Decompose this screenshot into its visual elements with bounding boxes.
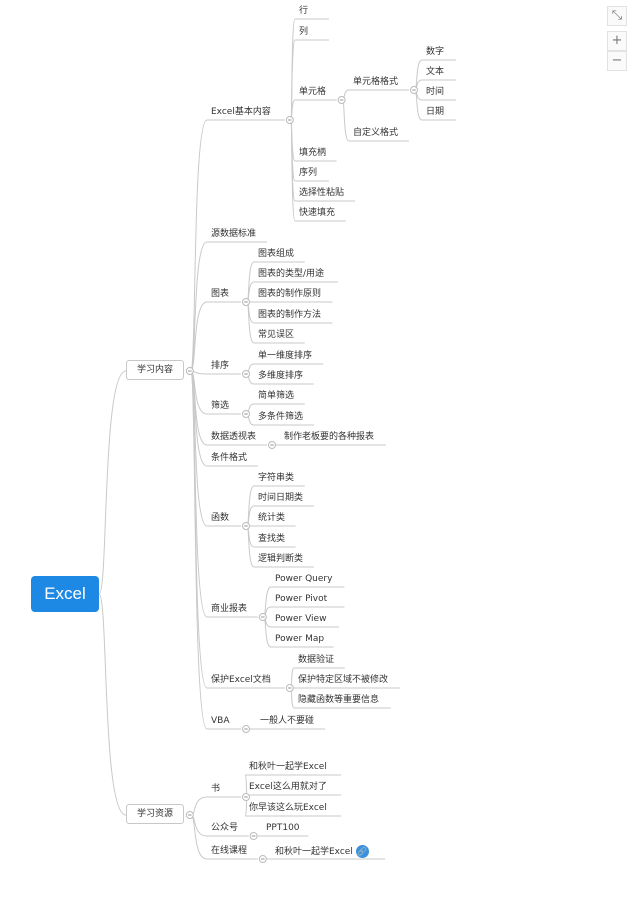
- mindmap-node[interactable]: 数字: [426, 47, 445, 57]
- connector: [263, 586, 272, 618]
- mindmap-node[interactable]: Excel这么用就对了: [249, 782, 327, 792]
- mindmap-node[interactable]: 保护Excel文档: [211, 675, 271, 685]
- mindmap-node[interactable]: 源数据标准: [211, 229, 257, 239]
- mindmap-node[interactable]: Excel基本内容: [211, 107, 271, 117]
- mindmap-node[interactable]: 图表的制作方法: [258, 310, 322, 320]
- mindmap-node[interactable]: 图表: [211, 289, 230, 299]
- mindmap-node[interactable]: 行: [299, 6, 309, 16]
- link-icon[interactable]: 🔗: [355, 845, 369, 858]
- mindmap-node[interactable]: 图表的制作原则: [258, 289, 322, 299]
- mindmap-node[interactable]: 序列: [299, 168, 318, 178]
- mindmap-node[interactable]: 图表的类型/用途: [258, 269, 325, 279]
- mindmap-node[interactable]: 逻辑判断类: [258, 554, 304, 564]
- zoom-in-button[interactable]: +: [607, 31, 627, 51]
- mindmap-node[interactable]: 文本: [426, 67, 445, 77]
- mindmap-node[interactable]: 查找类: [258, 534, 286, 544]
- mindmap-node[interactable]: 你早该这么玩Excel: [249, 803, 327, 813]
- mindmap-node[interactable]: PPT100: [266, 823, 300, 833]
- mindmap-node[interactable]: 日期: [426, 107, 445, 117]
- mindmap-node[interactable]: 时间: [426, 87, 445, 97]
- mindmap-node[interactable]: Power Pivot: [275, 594, 328, 604]
- mindmap-node[interactable]: 书: [211, 784, 221, 794]
- mindmap-node[interactable]: Power View: [275, 614, 327, 624]
- connector: [414, 89, 423, 121]
- mindmap-node[interactable]: 时间日期类: [258, 493, 304, 503]
- connector: [190, 814, 208, 860]
- mindmap-node[interactable]: 条件格式: [211, 453, 248, 463]
- fit-screen-icon[interactable]: ⤡: [607, 6, 627, 26]
- mindmap-node[interactable]: 和秋叶一起学Excel: [249, 762, 327, 772]
- mindmap-node[interactable]: 函数: [211, 513, 230, 523]
- mindmap-node[interactable]: 一般人不要碰: [260, 716, 315, 726]
- mindmap-node[interactable]: 列: [299, 27, 309, 37]
- mindmap-node[interactable]: 多条件筛选: [258, 412, 304, 422]
- mindmap-node[interactable]: 数据验证: [298, 655, 335, 665]
- connector: [98, 370, 127, 595]
- root-node[interactable]: Excel: [31, 576, 99, 612]
- mindmap-node[interactable]: 公众号: [211, 823, 239, 833]
- mindmap-node[interactable]: 图表组成: [258, 249, 295, 259]
- mindmap-node[interactable]: 选择性粘贴: [299, 188, 345, 198]
- connector: [98, 593, 127, 816]
- connector: [414, 59, 423, 91]
- connector: [190, 370, 208, 730]
- mindmap-node[interactable]: 隐藏函数等重要信息: [298, 695, 380, 705]
- zoom-out-button[interactable]: −: [607, 51, 627, 71]
- mindmap-node[interactable]: 自定义格式: [353, 128, 399, 138]
- mindmap-node[interactable]: 商业报表: [211, 604, 248, 614]
- mindmap-node[interactable]: 制作老板要的各种报表: [284, 432, 375, 442]
- mindmap-node[interactable]: 在线课程: [211, 846, 248, 856]
- mindmap-node[interactable]: 常见误区: [258, 330, 295, 340]
- mindmap-node[interactable]: 排序: [211, 361, 230, 371]
- connector: [190, 119, 208, 372]
- mindmap-node[interactable]: 快速填充: [299, 208, 336, 218]
- mindmap-node[interactable]: 简单筛选: [258, 391, 295, 401]
- mindmap-node[interactable]: 单元格格式: [353, 77, 399, 87]
- branch-node[interactable]: 学习资源: [126, 804, 185, 824]
- mindmap-node[interactable]: 统计类: [258, 513, 286, 523]
- mindmap-node[interactable]: 多维度排序: [258, 371, 304, 381]
- mindmap-node[interactable]: Power Map: [275, 634, 325, 644]
- connector: [190, 241, 208, 372]
- mindmap-node[interactable]: 单一维度排序: [258, 351, 313, 361]
- connector: [342, 99, 350, 142]
- mindmap-node[interactable]: 保护特定区域不被修改: [298, 675, 389, 685]
- mindmap-node[interactable]: Power Query: [275, 574, 333, 584]
- mindmap-node[interactable]: 数据透视表: [211, 432, 257, 442]
- connector: [190, 796, 208, 816]
- mindmap-node[interactable]: VBA: [211, 716, 230, 726]
- mindmap-node[interactable]: 和秋叶一起学Excel🔗: [275, 845, 369, 858]
- mindmap-node[interactable]: 填充柄: [299, 148, 327, 158]
- connector: [263, 616, 272, 648]
- branch-node[interactable]: 学习内容: [126, 360, 185, 380]
- mindmap-node[interactable]: 字符串类: [258, 473, 295, 483]
- mindmap-node[interactable]: 筛选: [211, 401, 230, 411]
- mindmap-node[interactable]: 单元格: [299, 87, 327, 97]
